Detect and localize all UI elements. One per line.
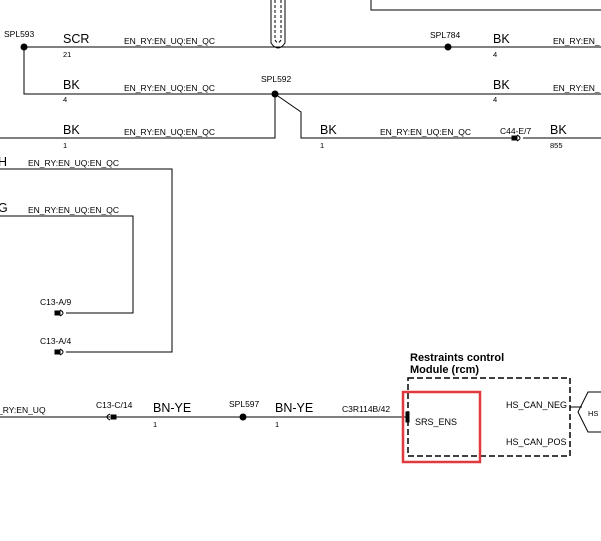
connector-pins: [54, 134, 521, 423]
label-bnye-1: BN-YE: [153, 401, 191, 415]
labels: SPL593 SCR 21 EN_RY:EN_UQ:EN_QC SPL784 B…: [0, 29, 600, 447]
wire-spl593-drop: [23, 47, 601, 95]
label-4-r2b: 4: [493, 95, 497, 104]
splice-spl593[interactable]: [20, 43, 28, 51]
splice-spl597[interactable]: [239, 413, 247, 421]
splice-spl784[interactable]: [444, 43, 452, 51]
label-enry-r2a: EN_RY:EN_UQ:EN_QC: [124, 83, 215, 93]
splice-spl592[interactable]: [271, 90, 279, 98]
label-g: G: [0, 201, 8, 215]
label-spl784: SPL784: [430, 30, 461, 40]
pin-c13-c14[interactable]: [106, 413, 117, 421]
top-right-box-edge: [370, 0, 601, 11]
label-enry-g: EN_RY:EN_UQ:EN_QC: [28, 205, 119, 215]
label-c3r114b-42: C3R114B/42: [342, 404, 390, 414]
label-c13-a9: C13-A/9: [40, 297, 71, 307]
label-4-tr: 4: [493, 50, 497, 59]
label-enry-top: EN_RY:EN_UQ:EN_QC: [124, 36, 215, 46]
label-hs-can-pos: HS_CAN_POS: [506, 437, 567, 447]
label-1-r3b: 1: [320, 141, 324, 150]
label-c13-a4: C13-A/4: [40, 336, 71, 346]
label-srs-ens: SRS_ENS: [415, 417, 457, 427]
label-bk-r3a: BK: [63, 123, 80, 137]
wire-spl592-left: [0, 94, 276, 139]
label-855: 855: [550, 141, 563, 150]
label-bk-r3b: BK: [320, 123, 337, 137]
label-hs-can-neg: HS_CAN_NEG: [506, 400, 567, 410]
label-spl593: SPL593: [4, 29, 35, 39]
label-hs-edge: HS: [588, 409, 598, 418]
label-1-b1: 1: [153, 420, 157, 429]
label-4-r2a: 4: [63, 95, 67, 104]
wires: [0, 0, 601, 433]
label-c13-c14: C13-C/14: [96, 400, 133, 410]
label-bk-r2a: BK: [63, 78, 80, 92]
top-connector-loop: [270, 0, 286, 49]
pin-c13-a4[interactable]: [54, 348, 64, 356]
label-bk-tr: BK: [493, 32, 510, 46]
label-enry-tr: EN_RY:EN_: [553, 36, 600, 46]
wire-g-loop: [0, 215, 134, 314]
label-bk-r2b: BK: [493, 78, 510, 92]
label-enry-r3b: EN_RY:EN_UQ:EN_QC: [380, 127, 471, 137]
wire-h-loop: [0, 168, 173, 353]
splices: [20, 43, 452, 421]
module-title-line1: Restraints control: [410, 352, 504, 364]
label-h: H: [0, 155, 7, 169]
label-c44-e7: C44-E/7: [500, 126, 531, 136]
wire-spl592-right: [274, 93, 512, 139]
label-bnye-2: BN-YE: [275, 401, 313, 415]
top-connector-loop-inner: [274, 0, 282, 43]
label-spl592: SPL592: [261, 74, 292, 84]
module-rcm-box[interactable]: [407, 377, 571, 457]
pin-c44-e7[interactable]: [511, 134, 521, 142]
label-1-r3a: 1: [63, 141, 67, 150]
module-title-line2: Module (rcm): [410, 364, 479, 376]
label-spl597: SPL597: [229, 399, 260, 409]
label-scr: SCR: [63, 32, 89, 46]
label-enry-r2b: EN_RY:EN_: [553, 83, 600, 93]
label-enry-r3a: EN_RY:EN_UQ:EN_QC: [124, 127, 215, 137]
hs-connector-arrow: [577, 391, 601, 433]
label-enry-bottom: _RY:EN_UQ: [0, 405, 46, 415]
pin-c13-a9[interactable]: [54, 309, 64, 317]
highlight-box: [401, 390, 482, 464]
label-bk-r3c: BK: [550, 123, 567, 137]
label-1-b2: 1: [275, 420, 279, 429]
label-enry-h: EN_RY:EN_UQ:EN_QC: [28, 158, 119, 168]
label-21: 21: [63, 50, 71, 59]
